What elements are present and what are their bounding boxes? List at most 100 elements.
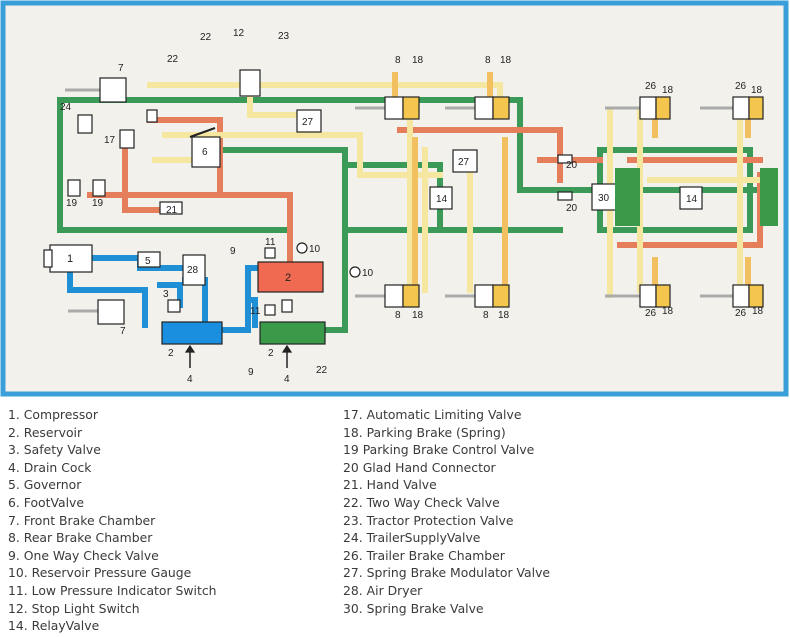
compressor [49, 244, 93, 273]
label-rear-8-b-top: 8 [485, 55, 491, 66]
legend-item: 26. Trailer Brake Chamber [343, 547, 505, 563]
label-air-dryer-28: 28 [187, 265, 199, 276]
legend-item: 10. Reservoir Pressure Gauge [8, 565, 192, 581]
legend-left-column: 1. Compressor 2. Reservoir 3. Safety Val… [8, 406, 217, 635]
trailer-axle-block-b [760, 168, 778, 226]
label-trailer-18-b-top: 18 [751, 85, 763, 96]
air-lines [57, 72, 778, 333]
label-trailer-18-b-bot: 18 [752, 306, 764, 317]
low-pressure-switch-b [264, 304, 276, 316]
park-control-valve-a [67, 179, 81, 197]
label-spring-brake-30: 30 [598, 193, 610, 204]
reservoir-red [257, 261, 324, 293]
hand-valve [159, 201, 183, 215]
legend-right-column: 17. Automatic Limiting Valve 18. Parking… [343, 406, 550, 617]
limiting-valve [119, 129, 135, 149]
foot-valve [191, 136, 221, 168]
reservoir-green [259, 321, 326, 345]
diagram-border [0, 0, 789, 397]
low-pressure-switch-a [264, 247, 276, 259]
label-compressor: 1 [67, 253, 73, 265]
legend-item: 18. Parking Brake (Spring) [343, 424, 506, 440]
label-tractor-prot-23: 23 [278, 31, 290, 42]
compressor-head [43, 249, 53, 268]
safety-valve [167, 299, 181, 313]
two-way-check-valve-b [281, 299, 293, 313]
components [43, 69, 778, 368]
legend: 1. Compressor 2. Reservoir 3. Safety Val… [0, 402, 790, 637]
front-brake-chamber-bottom [68, 299, 125, 325]
legend-item: 30. Spring Brake Valve [343, 600, 484, 616]
label-rear-18-b-top: 18 [500, 55, 512, 66]
label-two-way-22-a: 22 [167, 54, 179, 65]
drain-arrows [184, 344, 293, 368]
label-spring-mod-27-a: 27 [302, 117, 314, 128]
legend-item: 7. Front Brake Chamber [8, 512, 156, 528]
label-trailer-26-b-top: 26 [735, 81, 747, 92]
label-lp-switch-11-a: 11 [265, 237, 276, 248]
governor [137, 251, 161, 268]
label-trailer-18-a-top: 18 [662, 85, 674, 96]
label-trailer-26-b-bot: 26 [735, 308, 747, 319]
label-spring-mod-27-b: 27 [458, 157, 470, 168]
label-trailer-26-a-top: 26 [645, 81, 657, 92]
label-governor: 5 [145, 256, 151, 267]
spring-brake-modulator-a [296, 109, 322, 133]
label-two-way-22-c: 22 [316, 365, 328, 376]
control-lines [147, 82, 763, 303]
label-glad-20-b: 20 [566, 203, 578, 214]
parking-lines [392, 72, 751, 298]
label-reservoir-blue: 2 [168, 348, 174, 359]
label-check-9-left: 9 [230, 246, 236, 257]
trailer-axle-block-a [615, 168, 640, 226]
pressure-gauge-a [296, 242, 308, 254]
front-brake-chamber-top [65, 77, 127, 103]
relay-valve-a [429, 186, 453, 210]
tractor-protection-valve [239, 69, 261, 97]
relay-valve-b [679, 186, 703, 210]
legend-item: 17. Automatic Limiting Valve [343, 407, 522, 422]
legend-item: 1. Compressor [8, 407, 98, 422]
label-stop-switch-12: 12 [233, 28, 245, 39]
legend-item: 6. FootValve [8, 494, 84, 510]
label-foot-valve: 6 [202, 147, 208, 158]
label-rear-8-a-bot: 8 [395, 310, 401, 321]
legend-item: 21. Hand Valve [343, 477, 437, 493]
legend-item: 4. Drain Cock [8, 459, 92, 475]
label-trailer-supply-24: 24 [60, 102, 72, 113]
label-park-ctrl-19-b: 19 [92, 198, 104, 209]
supply-lines [67, 255, 265, 333]
legend-item: 12. Stop Light Switch [8, 600, 140, 616]
foot-pedal [189, 127, 216, 138]
label-front-chamber-bottom: 7 [120, 326, 126, 337]
legend-item: 2. Reservoir [8, 424, 83, 440]
label-relay-14-a: 14 [436, 194, 448, 205]
label-rear-18-a-bot: 18 [412, 310, 424, 321]
label-limiting-17: 17 [104, 135, 116, 146]
legend-item: 20 Glad Hand Connector [343, 459, 496, 475]
legend-item: 11. Low Pressure Indicator Switch [8, 582, 217, 598]
label-check-9-bottom: 9 [248, 367, 254, 378]
label-relay-14-b: 14 [686, 194, 698, 205]
glad-hand-a [557, 154, 573, 164]
legend-item: 28. Air Dryer [343, 582, 423, 598]
label-park-ctrl-19-a: 19 [66, 198, 78, 209]
label-lp-switch-11-b: 11 [250, 306, 261, 317]
two-way-check-valve-a [146, 109, 158, 123]
legend-item: 24. TrailerSupplyValve [343, 530, 481, 546]
label-rear-8-b-bot: 8 [483, 310, 489, 321]
label-reservoir-red: 2 [285, 272, 291, 284]
label-glad-20-a: 20 [566, 160, 578, 171]
label-front-chamber-top: 7 [118, 63, 124, 74]
label-trailer-26-a-bot: 26 [645, 308, 657, 319]
spring-brake-modulator-b [452, 149, 478, 173]
trailer-supply-valve [77, 114, 93, 134]
label-rear-18-a-top: 18 [412, 55, 424, 66]
legend-item: 8. Rear Brake Chamber [8, 530, 153, 546]
label-drain-left: 4 [187, 374, 193, 385]
label-rear-8-a-top: 8 [395, 55, 401, 66]
air-dryer [182, 254, 206, 286]
label-hand-21: 21 [166, 205, 178, 216]
label-two-way-22-b: 22 [200, 32, 212, 43]
label-trailer-18-a-bot: 18 [662, 306, 674, 317]
